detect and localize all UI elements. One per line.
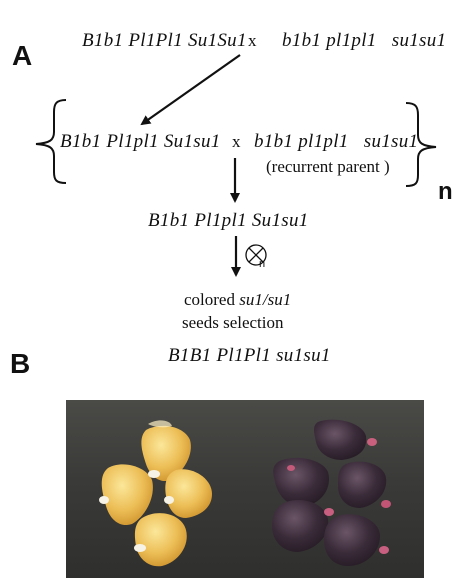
self-pollination-icon <box>245 244 267 266</box>
left-brace <box>35 99 67 184</box>
f1-genotype: B1b1 Pl1pl1 Su1su1 <box>60 131 221 152</box>
purple-kernel <box>324 514 380 566</box>
final-genotype: B1B1 Pl1Pl1 su1su1 <box>168 345 331 366</box>
yellow-kernel <box>101 464 153 526</box>
purple-kernel-tip <box>379 546 389 554</box>
purple-kernel-tip <box>367 438 377 446</box>
yellow-kernel <box>134 513 187 567</box>
yellow-kernel-tip <box>164 496 174 504</box>
backcross-cycles-label: n <box>438 178 453 205</box>
self-subscript: n <box>259 258 266 270</box>
parent2-genotype: b1b1 pl1pl1 su1su1 <box>282 30 447 51</box>
selection-line-1-genotype: su1/su1 <box>239 290 292 309</box>
recurrent-parent-genotype: b1b1 pl1pl1 su1su1 <box>254 131 419 152</box>
cross-arrow <box>140 54 241 126</box>
selection-line-1-prefix: colored <box>184 290 240 309</box>
parent1-genotype: B1b1 Pl1Pl1 Su1Su1 <box>82 30 247 51</box>
purple-kernel-tip <box>287 465 295 471</box>
yellow-kernel-tip <box>99 496 109 504</box>
purple-kernel <box>273 457 330 507</box>
panel-b-letter: B <box>10 348 31 379</box>
recurrent-parent-note: (recurrent parent ) <box>266 157 390 176</box>
purple-kernel-tip <box>324 508 334 516</box>
selection-line-2: seeds selection <box>182 313 284 332</box>
purple-kernel <box>314 419 367 460</box>
yellow-kernel <box>165 469 212 518</box>
yellow-kernel <box>141 425 191 482</box>
yellow-kernel-tip <box>148 470 160 478</box>
cross-symbol-2: x <box>232 132 241 151</box>
purple-kernel <box>338 461 387 508</box>
purple-kernel-tip <box>381 500 391 508</box>
yellow-kernels <box>99 420 212 567</box>
yellow-kernel <box>148 420 172 428</box>
right-brace <box>405 102 437 187</box>
purple-kernels <box>272 419 391 566</box>
kernels-photo <box>66 400 424 578</box>
selfed-genotype: B1b1 Pl1pl1 Su1su1 <box>148 210 309 231</box>
cross-symbol-1: x <box>248 31 257 50</box>
yellow-kernel-tip <box>134 544 146 552</box>
selection-line-1: colored su1/su1 <box>184 290 291 310</box>
panel-a-letter: A <box>12 40 33 71</box>
purple-kernel <box>272 500 329 552</box>
